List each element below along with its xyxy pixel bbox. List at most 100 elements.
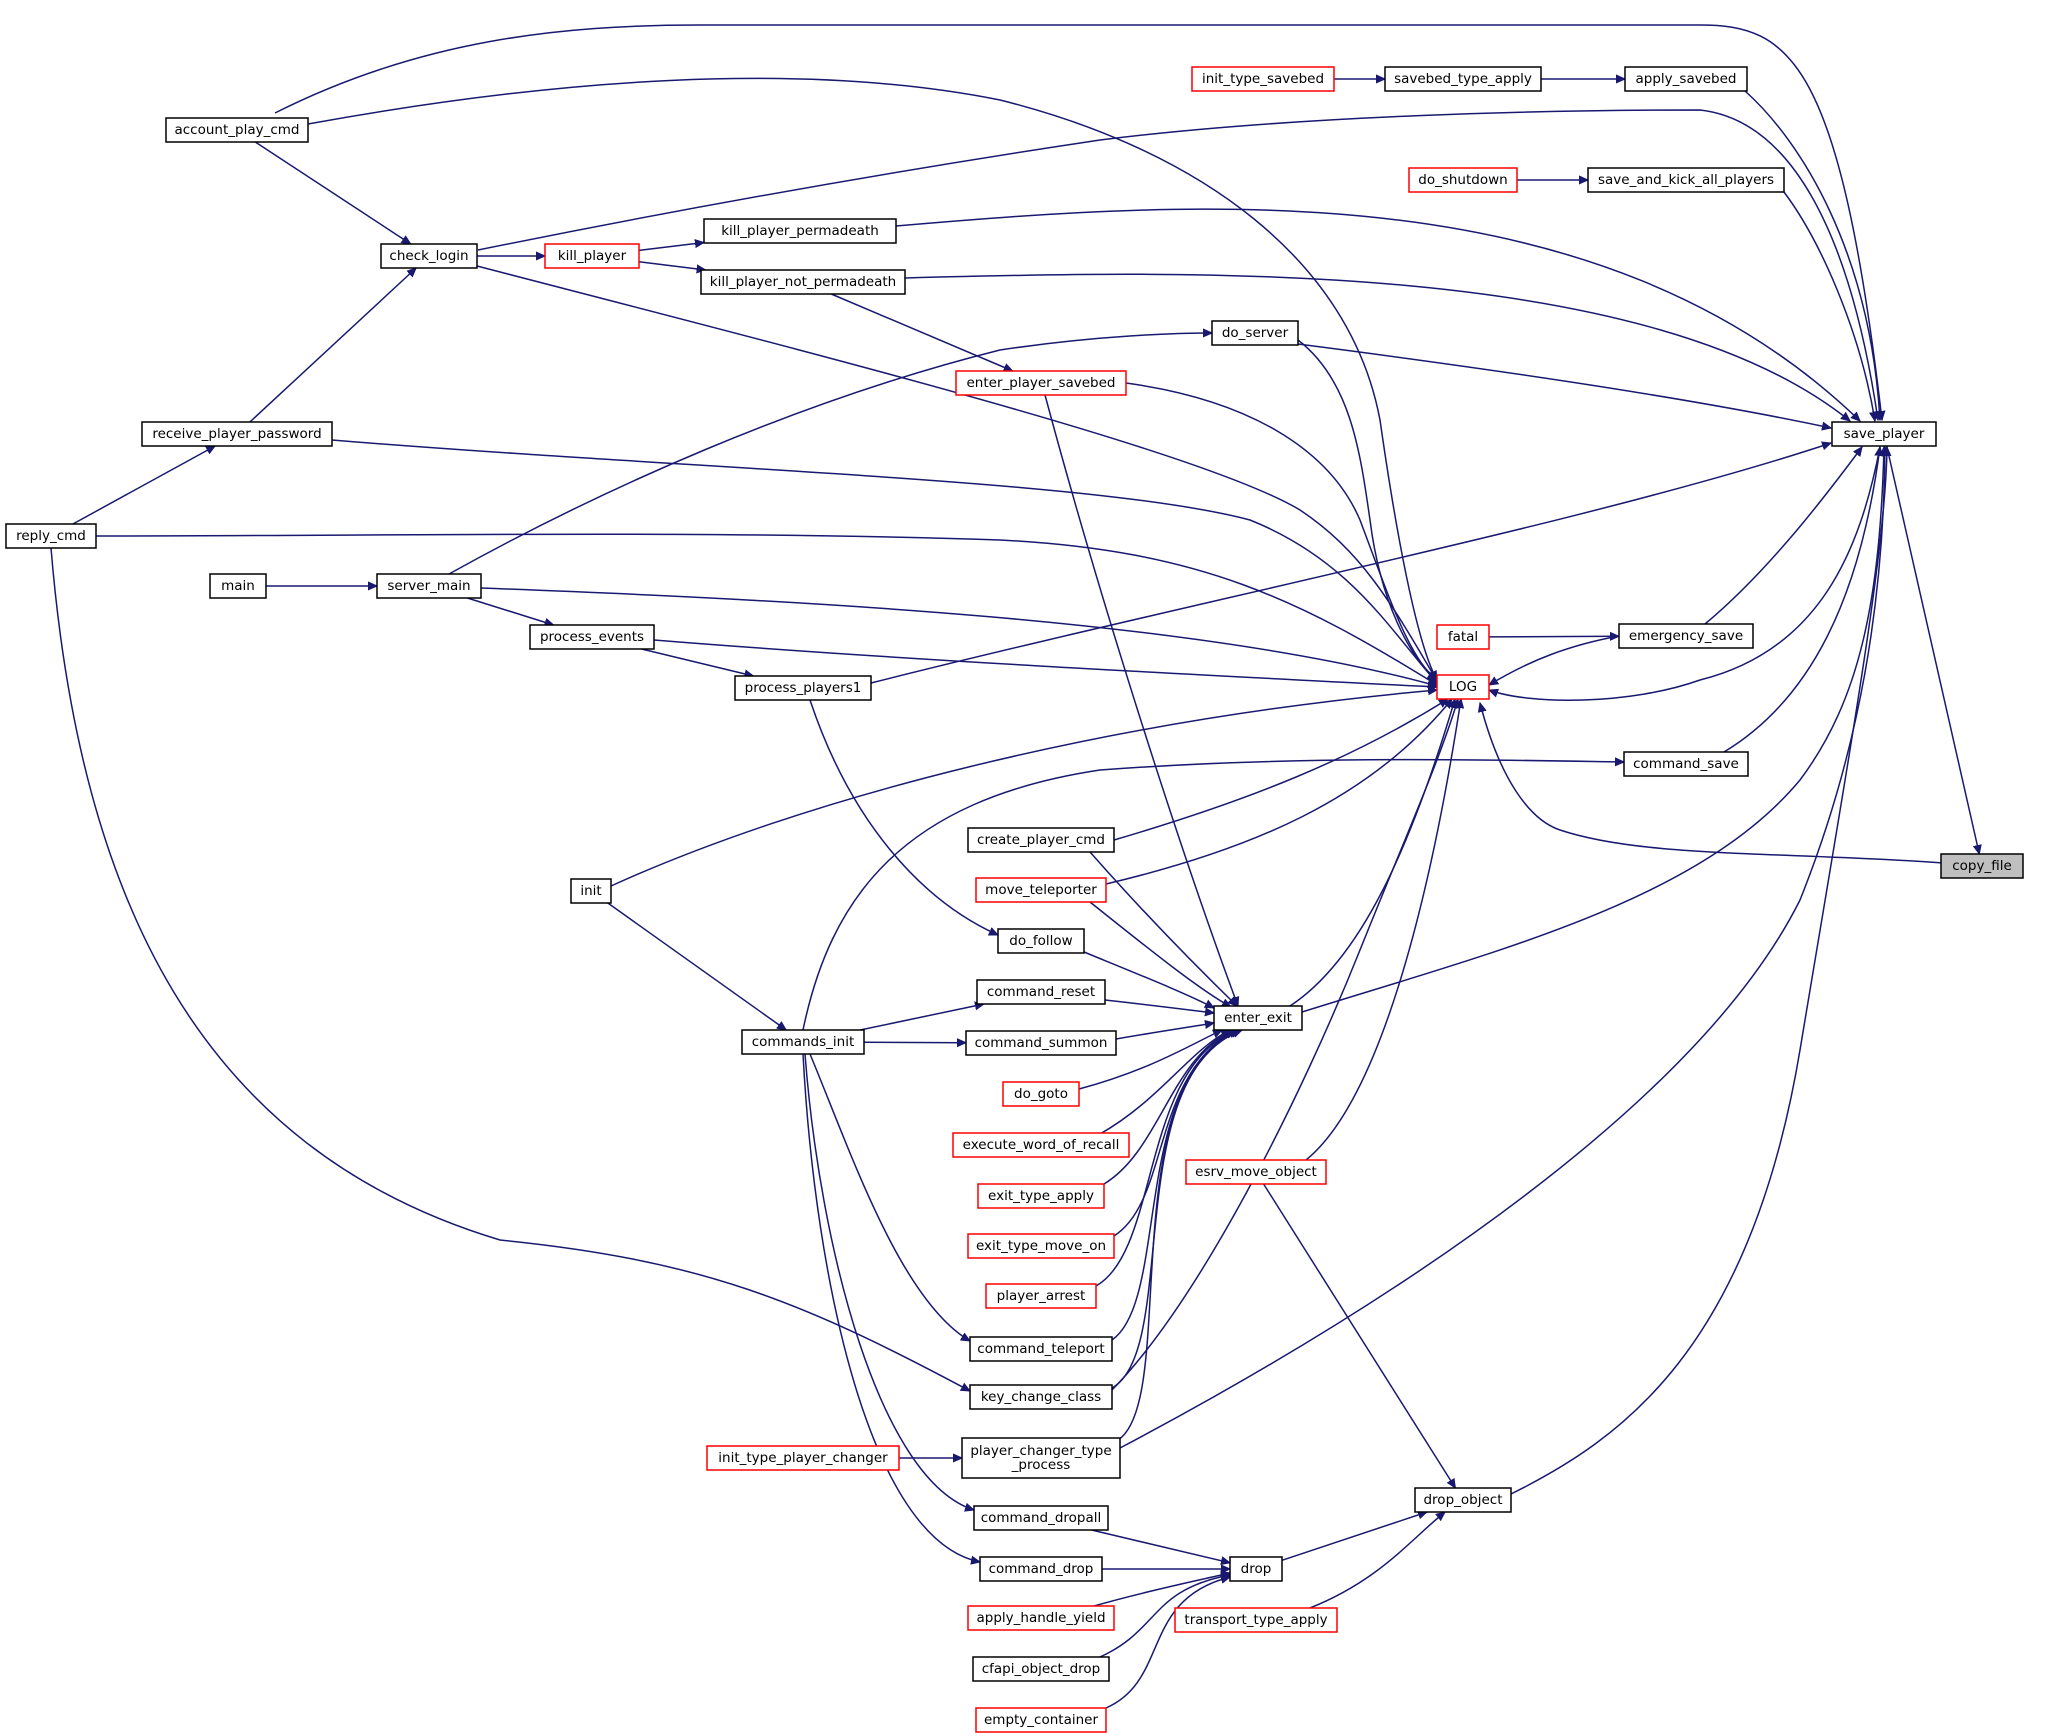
node-player_changer_type_process[interactable]: player_changer_type_process <box>961 1437 1121 1479</box>
node-box[interactable] <box>973 1505 1109 1531</box>
node-command_dropall[interactable]: command_dropall <box>973 1505 1109 1531</box>
node-box[interactable] <box>1831 421 1937 447</box>
node-receive_player_password[interactable]: receive_player_password <box>141 421 333 447</box>
node-LOG[interactable]: LOG <box>1436 674 1490 700</box>
node-box[interactable] <box>969 1384 1113 1410</box>
node-command_summon[interactable]: command_summon <box>965 1030 1117 1056</box>
node-kill_player_permadeath[interactable]: kill_player_permadeath <box>703 218 897 244</box>
node-box[interactable] <box>1618 623 1754 649</box>
node-box[interactable] <box>961 1437 1121 1479</box>
node-execute_word_of_recall[interactable]: execute_word_of_recall <box>952 1132 1130 1158</box>
node-account_play_cmd[interactable]: account_play_cmd <box>165 117 309 143</box>
node-box[interactable] <box>1384 66 1542 92</box>
node-box[interactable] <box>976 979 1106 1005</box>
node-box[interactable] <box>1623 751 1749 777</box>
node-box[interactable] <box>529 624 655 650</box>
node-box[interactable] <box>380 243 478 269</box>
node-init[interactable]: init <box>570 878 612 904</box>
node-enter_exit[interactable]: enter_exit <box>1213 1005 1303 1031</box>
node-kill_player[interactable]: kill_player <box>544 243 640 269</box>
node-server_main[interactable]: server_main <box>376 573 482 599</box>
node-box[interactable] <box>1191 66 1335 92</box>
node-box[interactable] <box>965 1030 1117 1056</box>
node-emergency_save[interactable]: emergency_save <box>1618 623 1754 649</box>
node-drop[interactable]: drop <box>1229 1556 1283 1582</box>
node-check_login[interactable]: check_login <box>380 243 478 269</box>
node-box[interactable] <box>1624 66 1748 92</box>
node-do_server[interactable]: do_server <box>1211 320 1299 346</box>
node-create_player_cmd[interactable]: create_player_cmd <box>967 827 1115 853</box>
node-process_players1[interactable]: process_players1 <box>734 675 872 701</box>
node-transport_type_apply[interactable]: transport_type_apply <box>1174 1607 1338 1633</box>
node-box[interactable] <box>1940 853 2024 879</box>
node-box[interactable] <box>544 243 640 269</box>
node-box[interactable] <box>955 370 1127 396</box>
node-key_change_class[interactable]: key_change_class <box>969 1384 1113 1410</box>
node-box[interactable] <box>1414 1487 1512 1513</box>
node-init_type_player_changer[interactable]: init_type_player_changer <box>706 1445 900 1471</box>
node-box[interactable] <box>570 878 612 904</box>
node-box[interactable] <box>5 523 97 549</box>
node-command_drop[interactable]: command_drop <box>979 1556 1103 1582</box>
node-box[interactable] <box>1213 1005 1303 1031</box>
node-command_reset[interactable]: command_reset <box>976 979 1106 1005</box>
node-box[interactable] <box>734 675 872 701</box>
node-process_events[interactable]: process_events <box>529 624 655 650</box>
node-box[interactable] <box>952 1132 1130 1158</box>
node-box[interactable] <box>1174 1607 1338 1633</box>
node-empty_container[interactable]: empty_container <box>975 1707 1107 1733</box>
node-do_follow[interactable]: do_follow <box>997 928 1085 954</box>
node-box[interactable] <box>975 1707 1107 1733</box>
node-enter_player_savebed[interactable]: enter_player_savebed <box>955 370 1127 396</box>
node-exit_type_move_on[interactable]: exit_type_move_on <box>967 1233 1115 1259</box>
node-box[interactable] <box>979 1556 1103 1582</box>
node-box[interactable] <box>1002 1081 1080 1107</box>
node-command_save[interactable]: command_save <box>1623 751 1749 777</box>
node-exit_type_apply[interactable]: exit_type_apply <box>977 1183 1105 1209</box>
node-fatal[interactable]: fatal <box>1436 624 1490 650</box>
node-commands_init[interactable]: commands_init <box>741 1029 865 1055</box>
node-box[interactable] <box>1211 320 1299 346</box>
node-box[interactable] <box>741 1029 865 1055</box>
node-reply_cmd[interactable]: reply_cmd <box>5 523 97 549</box>
node-box[interactable] <box>376 573 482 599</box>
node-box[interactable] <box>700 269 906 295</box>
node-apply_savebed[interactable]: apply_savebed <box>1624 66 1748 92</box>
node-box[interactable] <box>972 1656 1110 1682</box>
node-box[interactable] <box>969 1336 1113 1362</box>
node-box[interactable] <box>1229 1556 1283 1582</box>
node-box[interactable] <box>1436 624 1490 650</box>
node-box[interactable] <box>165 117 309 143</box>
node-box[interactable] <box>209 573 267 599</box>
node-cfapi_object_drop[interactable]: cfapi_object_drop <box>972 1656 1110 1682</box>
node-box[interactable] <box>967 827 1115 853</box>
node-box[interactable] <box>967 1605 1115 1631</box>
node-savebed_type_apply[interactable]: savebed_type_apply <box>1384 66 1542 92</box>
node-box[interactable] <box>997 928 1085 954</box>
node-command_teleport[interactable]: command_teleport <box>969 1336 1113 1362</box>
node-box[interactable] <box>1587 167 1785 193</box>
node-box[interactable] <box>1408 167 1518 193</box>
node-box[interactable] <box>975 877 1107 903</box>
node-box[interactable] <box>977 1183 1105 1209</box>
node-box[interactable] <box>1185 1159 1327 1185</box>
node-esrv_move_object[interactable]: esrv_move_object <box>1185 1159 1327 1185</box>
node-box[interactable] <box>985 1283 1097 1309</box>
node-box[interactable] <box>1436 674 1490 700</box>
node-do_goto[interactable]: do_goto <box>1002 1081 1080 1107</box>
node-player_arrest[interactable]: player_arrest <box>985 1283 1097 1309</box>
node-box[interactable] <box>967 1233 1115 1259</box>
node-move_teleporter[interactable]: move_teleporter <box>975 877 1107 903</box>
node-kill_player_not_permadeath[interactable]: kill_player_not_permadeath <box>700 269 906 295</box>
node-apply_handle_yield[interactable]: apply_handle_yield <box>967 1605 1115 1631</box>
node-copy_file[interactable]: copy_file <box>1940 853 2024 879</box>
node-box[interactable] <box>703 218 897 244</box>
node-init_type_savebed[interactable]: init_type_savebed <box>1191 66 1335 92</box>
node-save_player[interactable]: save_player <box>1831 421 1937 447</box>
node-drop_object[interactable]: drop_object <box>1414 1487 1512 1513</box>
node-do_shutdown[interactable]: do_shutdown <box>1408 167 1518 193</box>
node-main[interactable]: main <box>209 573 267 599</box>
node-save_and_kick_all_players[interactable]: save_and_kick_all_players <box>1587 167 1785 193</box>
node-box[interactable] <box>706 1445 900 1471</box>
node-box[interactable] <box>141 421 333 447</box>
